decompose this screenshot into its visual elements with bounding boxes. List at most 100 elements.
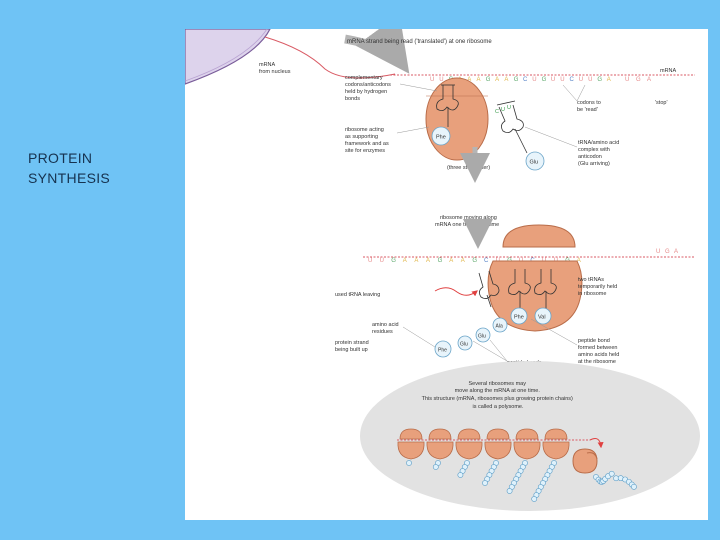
svg-text:G: G (636, 77, 641, 83)
slide-title-line-2: SYNTHESIS (28, 170, 111, 186)
trna-in-ribosome-top (436, 84, 459, 127)
incoming-trna (496, 100, 528, 154)
three-steps-later-label: (three steps later) (447, 165, 490, 171)
mrna-top-base: U (430, 77, 434, 83)
amino-acid-glu-chain-label: Glu (478, 334, 486, 340)
mrna-top-base: C (570, 77, 575, 83)
amino-acid-glu-chain-2-label: Glu (460, 342, 468, 348)
polysome-exit-arrow (589, 438, 604, 449)
used-trna-arrow (434, 287, 478, 297)
mrna-top-base: G (486, 77, 491, 83)
polysome-ribosome (513, 428, 541, 460)
amino-acid-phe-top-label: Phe (436, 135, 446, 141)
used-trna-leaving-label: used tRNA leaving (335, 292, 380, 298)
trna-complex-label: tRNA/amino acid complex with anticodon (… (578, 140, 621, 167)
mrna-mid-base: A (414, 258, 418, 264)
amino-acid-ala (492, 317, 508, 333)
amino-acid-phe-mid-label: Phe (514, 315, 524, 321)
amino-acid-residues-label: amino acid residues (372, 322, 400, 335)
mrna-mid-base: A (403, 258, 407, 264)
mrna-mid-base: G (391, 258, 396, 264)
mrna-top-base: U (579, 77, 583, 83)
svg-text:A: A (674, 249, 678, 255)
mrna-top-base: G (542, 77, 547, 83)
mrna-top-base: U (560, 77, 564, 83)
top-caption: mRNA strand being read ('translated') at… (347, 39, 492, 45)
mrna-mid-base: A (426, 258, 430, 264)
amino-acid-val-label: Val (538, 315, 546, 321)
amino-acid-glu-chain (475, 327, 491, 343)
mrna-mid-base: C (484, 258, 489, 264)
mrna-top-base: A (504, 77, 508, 83)
protein-strand-label: protein strand being built up (335, 340, 370, 353)
mrna-top-base: A (495, 77, 499, 83)
amino-acid-phe-chain-label: Phe (438, 348, 447, 354)
mrna-mid-base: U (368, 258, 372, 264)
svg-text:A: A (647, 77, 651, 83)
mrna-mid-base: G (438, 258, 443, 264)
mrna-mid-base: G (472, 258, 477, 264)
complementary-label: complementary codons/anticodons held by … (345, 75, 392, 102)
amino-acid-phe-chain (434, 340, 452, 358)
svg-text:U: U (501, 107, 505, 113)
protein-bead (608, 470, 615, 477)
svg-text:U: U (656, 249, 660, 255)
mrna-mid-base: A (449, 258, 453, 264)
svg-text:G: G (665, 249, 670, 255)
mrna-top-base: G (597, 77, 602, 83)
protein-bead (432, 464, 439, 470)
svg-text:U: U (625, 77, 629, 83)
amino-acid-glu-incoming (525, 151, 545, 171)
amino-acid-phe-top (431, 126, 451, 146)
slide-title-line-1: PROTEIN (28, 150, 93, 166)
stop-codon-mid: U G A (656, 249, 678, 255)
amino-acid-glu-chain-2 (457, 335, 473, 351)
mrna-top-base: A (607, 77, 611, 83)
polysome-ribosomes (397, 428, 570, 502)
protein-bead (531, 496, 538, 502)
mrna-top-base: A (467, 77, 471, 83)
mrna-top-base: U (551, 77, 555, 83)
mrna-from-nucleus-label: mRNA from nucleus (259, 62, 291, 75)
amino-acid-phe-mid (510, 307, 528, 325)
amino-acid-glu-incoming-label: Glu (530, 160, 539, 166)
polysome-ribosome (542, 428, 570, 460)
mrna-top-base: U (588, 77, 592, 83)
mrna-exit-line (264, 36, 396, 79)
protein-bead (506, 488, 513, 494)
protein-synthesis-diagram: mRNA strand being read ('translated') at… (185, 29, 708, 520)
polysome-ribosome (455, 428, 483, 460)
svg-text:U: U (507, 105, 511, 111)
reading-arrow (344, 29, 410, 74)
slide-title: PROTEIN SYNTHESIS (28, 148, 178, 188)
mrna-top-base: C (523, 77, 528, 83)
ribosome-acting-label: ribosome acting as supporting framework … (345, 127, 390, 154)
ribosome-top (425, 77, 489, 161)
used-trna (478, 270, 500, 308)
ribosome-moving-label: ribosome moving along mRNA one triplet a… (435, 215, 499, 228)
ribosome-mid (502, 224, 576, 248)
protein-bead (482, 480, 488, 486)
codons-to-be-read-label: codons to be 'read' (577, 100, 602, 113)
svg-text:C: C (495, 109, 499, 115)
polysome-ribosome (484, 428, 512, 460)
mrna-top-base: U (439, 77, 443, 83)
polysome-ribosome (397, 428, 425, 460)
stop-label: 'stop' (655, 100, 668, 106)
mrna-bases-top: UUGAAAGAAGCUGUUCUUGA (430, 77, 611, 83)
mrna-top-base: U (532, 77, 536, 83)
mrna-top-base: G (514, 77, 519, 83)
stop-codon-top: U G A (625, 77, 651, 83)
peptide-bond-formed-label: peptide bond formed between amino acids … (578, 338, 621, 365)
finished-protein-chain (593, 470, 637, 490)
amino-acid-ala-label: Ala (496, 324, 503, 330)
two-trnas-label: two tRNAs temporarily held in ribosome (578, 277, 619, 297)
polysome-ribosome (426, 428, 454, 460)
mrna-top-base: A (477, 77, 481, 83)
detached-ribosome (572, 448, 598, 474)
mrna-right-label: mRNA (660, 68, 677, 74)
amino-acid-val (534, 307, 552, 325)
mrna-mid-base: A (461, 258, 465, 264)
protein-bead (406, 460, 412, 466)
